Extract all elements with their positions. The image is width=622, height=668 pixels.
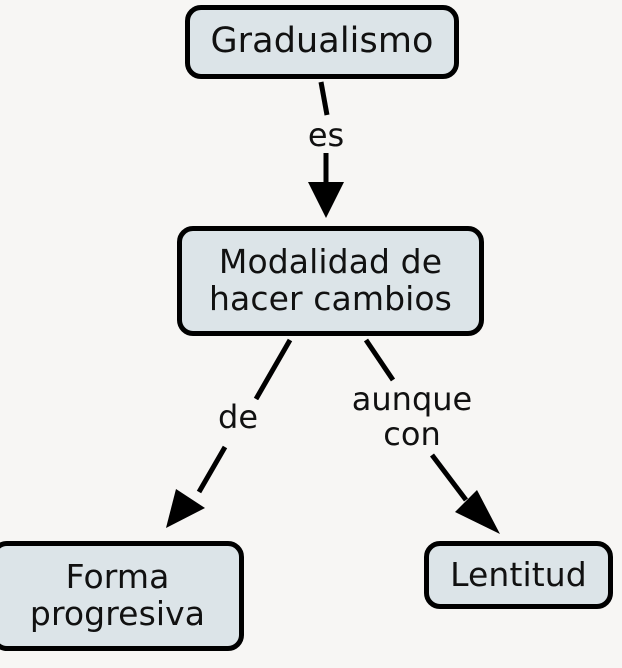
edge-es (308, 81, 344, 218)
edge-aunque-con (363, 338, 500, 534)
node-lentitud[interactable]: Lentitud (424, 541, 613, 609)
edge-label-de: de (204, 399, 272, 436)
node-gradualismo[interactable]: Gradualismo (185, 5, 459, 79)
node-modalidad-de-hacer-cambios[interactable]: Modalidad de hacer cambios (177, 226, 484, 336)
edge-label-aunque-con: aunque con (337, 381, 487, 453)
node-forma-label: Forma progresiva (29, 557, 206, 633)
node-modalidad-label: Modalidad de hacer cambios (209, 242, 452, 318)
node-forma-progresiva[interactable]: Forma progresiva (0, 541, 244, 651)
edge-label-es: es (290, 117, 362, 154)
node-gradualismo-label: Gradualismo (210, 21, 434, 62)
node-lentitud-label: Lentitud (450, 554, 587, 594)
edge-de (166, 338, 293, 528)
